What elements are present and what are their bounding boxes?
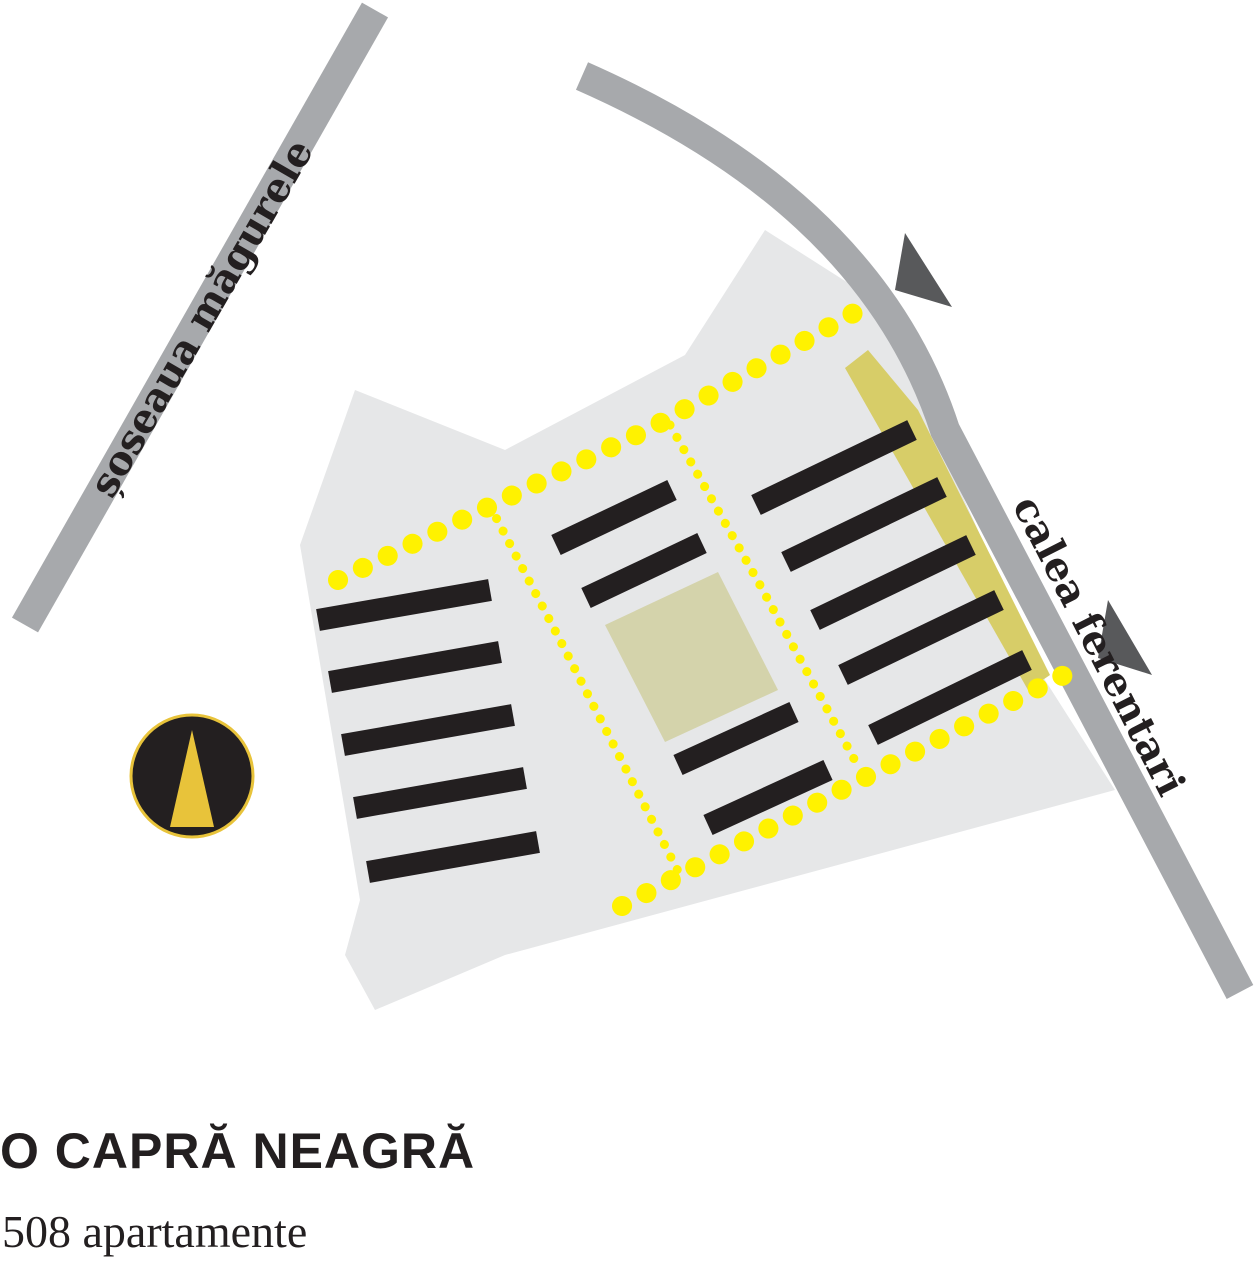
- road-label-soseaua-magurele: șoseaua măgurele: [80, 131, 323, 505]
- apartment-count: 508 apartamente: [2, 1206, 308, 1257]
- pedestrian-path-east: [665, 420, 865, 775]
- green-square: [605, 572, 778, 742]
- building: [366, 831, 540, 883]
- building: [810, 535, 976, 630]
- north-arrow-icon: [129, 713, 255, 839]
- building: [316, 579, 492, 631]
- building: [673, 701, 799, 776]
- pedestrian-path-north: [328, 292, 883, 590]
- building: [751, 420, 917, 515]
- building-group-left: [316, 579, 540, 883]
- building: [551, 480, 677, 555]
- building-group-middle: [551, 480, 833, 835]
- direction-arrow-icon: [1098, 600, 1152, 675]
- page-title: O CAPRĂ NEAGRĂ: [0, 1123, 476, 1179]
- path-small-dots: [485, 420, 865, 880]
- pedestrian-path-west: [485, 501, 685, 880]
- direction-arrow-icon: [895, 233, 952, 307]
- building: [581, 533, 707, 608]
- building: [781, 477, 947, 572]
- building: [341, 704, 515, 756]
- building: [328, 641, 502, 693]
- road-soseaua-magurele: [11, 2, 389, 633]
- road-calea-ferentari: [575, 62, 1254, 999]
- building-group-right: [751, 420, 1032, 745]
- building: [838, 590, 1004, 685]
- pedestrian-path-south: [612, 658, 1088, 916]
- building: [868, 650, 1032, 745]
- building: [703, 760, 833, 835]
- path-large-dots: [328, 292, 1088, 916]
- building: [353, 767, 527, 819]
